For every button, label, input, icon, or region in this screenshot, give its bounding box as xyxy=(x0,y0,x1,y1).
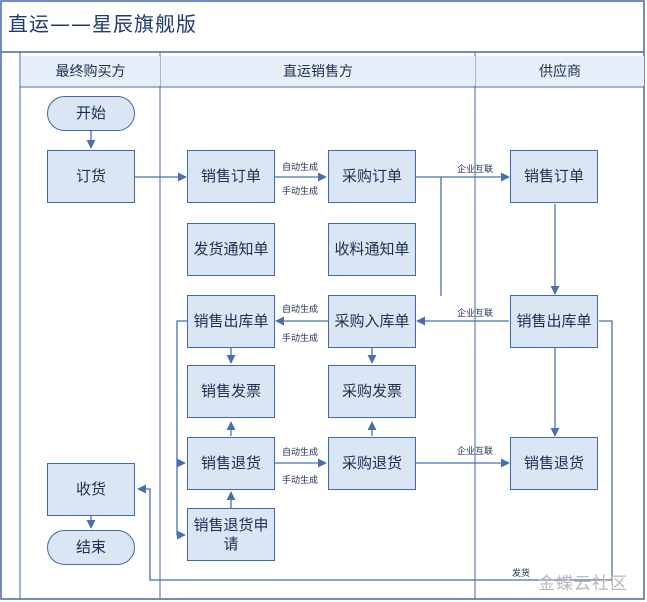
label-enterprise-link-1: 企业互联 xyxy=(457,165,494,175)
label-manual-generate-2: 手动生成 xyxy=(282,334,319,344)
node-order: 订货 xyxy=(47,150,135,203)
node-sales-return: 销售退货 xyxy=(187,437,275,490)
label-enterprise-link-2: 企业互联 xyxy=(457,309,494,319)
lane-seller: 直运销售方 xyxy=(161,56,475,86)
node-supplier-sales-outbound: 销售出库单 xyxy=(510,295,598,348)
node-start: 开始 xyxy=(47,96,135,131)
label-auto-generate-3: 自动生成 xyxy=(282,448,319,458)
node-purchase-invoice: 采购发票 xyxy=(328,365,416,418)
arrow-salesoutbound-return xyxy=(176,320,187,468)
arrow-to-request xyxy=(176,463,186,540)
node-delivery-notice: 发货通知单 xyxy=(187,223,275,276)
lane-buyer: 最终购买方 xyxy=(21,56,160,86)
node-purchase-inbound: 采购入库单 xyxy=(328,295,416,348)
node-receive: 收货 xyxy=(47,463,135,516)
node-receipt-notice: 收料通知单 xyxy=(328,223,416,276)
arrow-ship-receive xyxy=(137,320,613,581)
label-enterprise-link-3: 企业互联 xyxy=(457,447,494,457)
node-sales-invoice: 销售发票 xyxy=(187,365,275,418)
label-manual-generate-3: 手动生成 xyxy=(282,476,319,486)
node-purchase-return: 采购退货 xyxy=(328,437,416,490)
page-title: 直运——星辰旗舰版 xyxy=(8,12,197,36)
node-supplier-sales-order: 销售订单 xyxy=(510,150,598,203)
node-sales-outbound: 销售出库单 xyxy=(187,295,275,348)
node-purchase-order: 采购订单 xyxy=(328,150,416,203)
node-sales-order: 销售订单 xyxy=(187,150,275,203)
label-auto-generate-1: 自动生成 xyxy=(282,163,319,173)
node-end: 结束 xyxy=(47,530,135,565)
label-auto-generate-2: 自动生成 xyxy=(282,305,319,315)
watermark: 金蝶云社区 xyxy=(538,574,628,594)
label-ship: 发货 xyxy=(512,569,531,579)
lane-supplier: 供应商 xyxy=(476,56,644,86)
node-sales-return-request: 销售退货申请 xyxy=(187,508,275,561)
node-supplier-sales-return: 销售退货 xyxy=(510,437,598,490)
label-manual-generate-1: 手动生成 xyxy=(282,187,319,197)
